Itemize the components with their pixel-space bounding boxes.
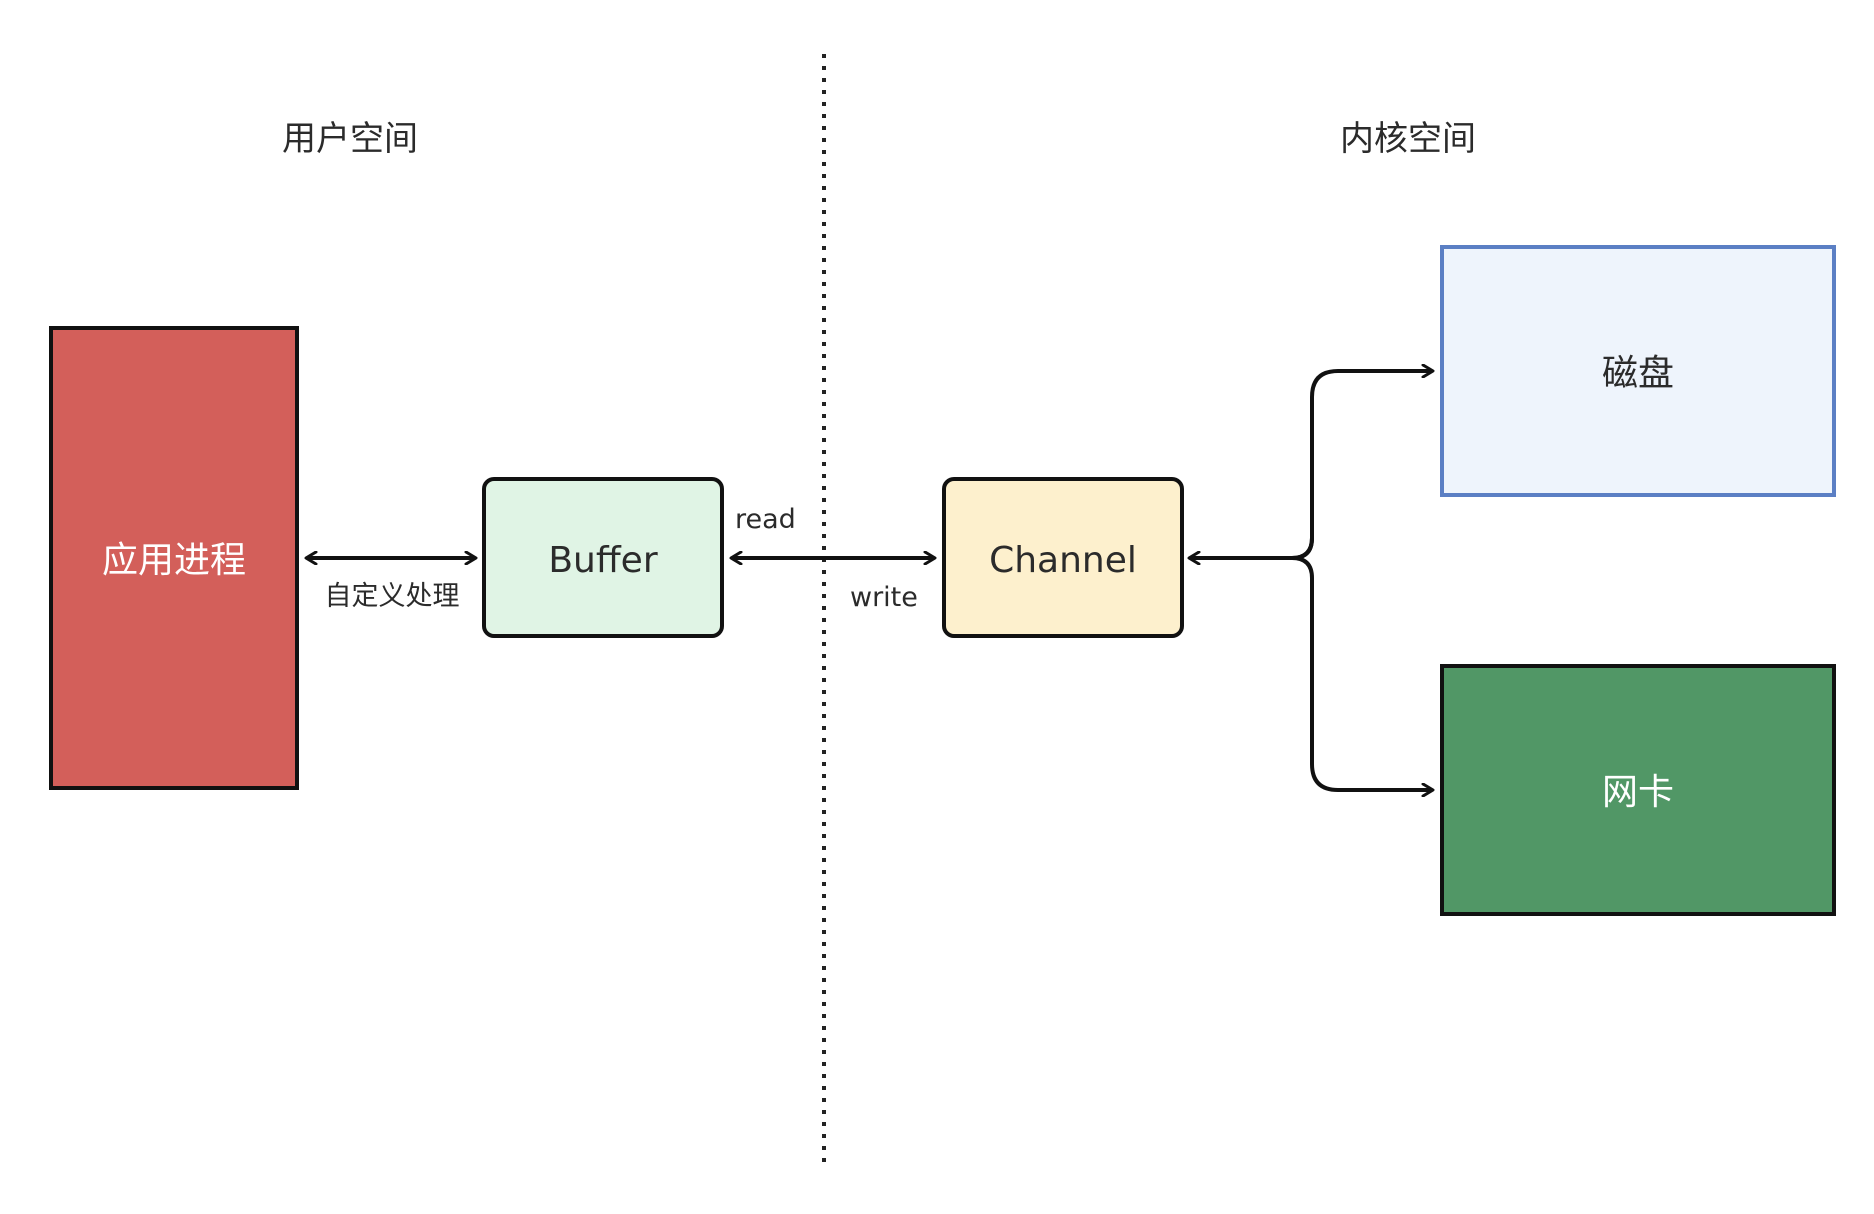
channel-disk-arrow: [1291, 371, 1432, 560]
disk-label: 磁盘: [1602, 353, 1674, 394]
channel-nic-arrow: [1291, 556, 1432, 790]
kernel-space-title: 内核空间: [1340, 119, 1476, 159]
channel-label: Channel: [989, 540, 1137, 581]
app-buffer-label: 自定义处理: [325, 581, 460, 612]
nic-label: 网卡: [1602, 772, 1674, 813]
app-process-label: 应用进程: [102, 540, 246, 581]
buffer-label: Buffer: [548, 540, 657, 581]
buffer-node[interactable]: Buffer: [482, 477, 724, 638]
disk-node[interactable]: 磁盘: [1440, 245, 1836, 497]
user-space-title: 用户空间: [282, 119, 418, 159]
nic-box: [1440, 664, 1836, 916]
nic-node[interactable]: 网卡: [1440, 664, 1836, 916]
write-label: write: [850, 582, 918, 613]
disk-box: [1440, 245, 1836, 497]
read-label: read: [735, 504, 796, 535]
channel-node[interactable]: Channel: [942, 477, 1184, 638]
channel-fork-stem: [1190, 537, 1314, 558]
app-process-box: [49, 326, 299, 790]
app-process-node[interactable]: 应用进程: [49, 326, 299, 790]
buffer-box: [482, 477, 724, 638]
channel-box: [942, 477, 1184, 638]
